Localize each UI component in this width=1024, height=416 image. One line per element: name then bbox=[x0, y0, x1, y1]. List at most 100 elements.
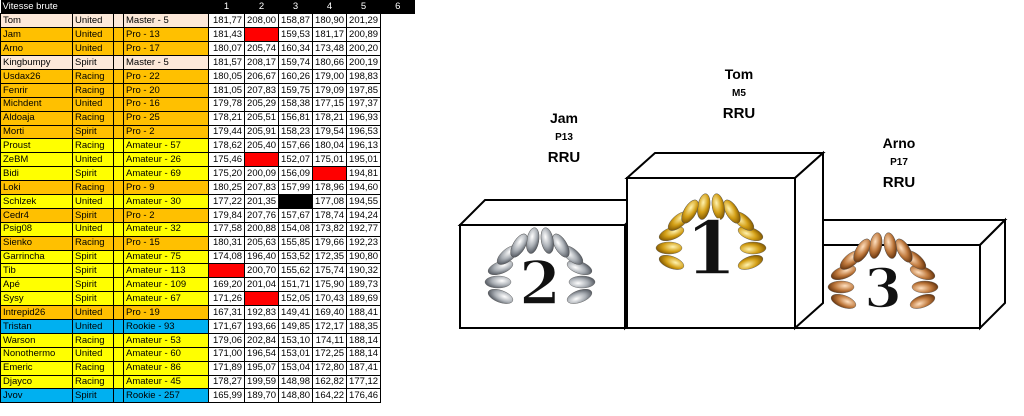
speed-value: 195,07 bbox=[244, 360, 280, 376]
speed-value bbox=[278, 193, 314, 209]
driver-category: Pro - 2 bbox=[122, 207, 210, 223]
driver-category: Pro - 22 bbox=[122, 68, 210, 84]
speed-value: 196,53 bbox=[346, 124, 382, 140]
driver-name: Jam bbox=[0, 27, 73, 43]
driver-category: Amateur - 86 bbox=[122, 360, 210, 376]
speed-value: 196,13 bbox=[346, 138, 382, 154]
speed-value: 179,54 bbox=[312, 124, 348, 140]
driver-category: Amateur - 60 bbox=[122, 346, 210, 362]
empty-cell bbox=[380, 194, 416, 209]
row-gap-cell bbox=[113, 166, 124, 182]
empty-cell bbox=[380, 347, 416, 362]
driver-name: Aldoaja bbox=[0, 110, 73, 126]
speed-value bbox=[244, 291, 280, 307]
driver-name: Loki bbox=[0, 180, 73, 195]
speed-value: 192,77 bbox=[346, 221, 382, 237]
empty-cell bbox=[380, 138, 416, 153]
speed-value: 208,17 bbox=[244, 55, 280, 70]
driver-name: Kingbumpy bbox=[0, 55, 73, 70]
speed-value: 169,20 bbox=[208, 277, 246, 293]
speed-value: 169,40 bbox=[312, 305, 348, 320]
driver-team: United bbox=[72, 346, 114, 362]
driver-category: Pro - 2 bbox=[122, 124, 210, 140]
speed-value: 201,29 bbox=[346, 13, 382, 29]
speed-value: 160,26 bbox=[278, 68, 314, 84]
speed-value: 171,67 bbox=[208, 318, 246, 334]
speed-value: 201,35 bbox=[244, 193, 280, 209]
speed-value: 155,62 bbox=[278, 263, 314, 279]
empty-cell bbox=[380, 236, 416, 251]
third-place-name: Arno bbox=[882, 135, 916, 151]
row-gap-cell bbox=[113, 27, 124, 43]
driver-team: United bbox=[72, 27, 114, 43]
podium-step-third bbox=[792, 217, 1008, 331]
driver-team: Racing bbox=[72, 82, 114, 98]
empty-cell bbox=[380, 111, 416, 126]
speed-value: 208,00 bbox=[244, 13, 280, 29]
row-gap-cell bbox=[113, 68, 124, 84]
row-gap-cell bbox=[113, 96, 124, 112]
speed-value: 179,66 bbox=[312, 235, 348, 251]
speed-value: 200,70 bbox=[244, 263, 280, 279]
driver-team: Spirit bbox=[72, 55, 114, 70]
empty-cell bbox=[380, 222, 416, 237]
empty-cell bbox=[380, 319, 416, 334]
speed-value: 171,26 bbox=[208, 291, 246, 307]
speed-value: 152,05 bbox=[278, 291, 314, 307]
row-gap-cell bbox=[113, 346, 124, 362]
empty-cell bbox=[380, 305, 416, 320]
speed-value: 181,43 bbox=[208, 27, 246, 43]
speed-value: 192,23 bbox=[346, 235, 382, 251]
driver-name: Proust bbox=[0, 138, 73, 154]
driver-team: Spirit bbox=[72, 277, 114, 293]
speed-value: 154,08 bbox=[278, 221, 314, 237]
row-gap-cell bbox=[113, 332, 124, 348]
driver-name: Psig08 bbox=[0, 221, 73, 237]
speed-value: 189,69 bbox=[346, 291, 382, 307]
speed-value: 195,01 bbox=[346, 152, 382, 168]
empty-cell bbox=[380, 125, 416, 139]
speed-value: 179,84 bbox=[208, 207, 246, 223]
driver-team: United bbox=[72, 193, 114, 209]
row-gap-cell bbox=[113, 180, 124, 195]
driver-team: Spirit bbox=[72, 124, 114, 140]
speed-value: 200,09 bbox=[244, 166, 280, 182]
speed-value: 158,87 bbox=[278, 13, 314, 29]
bronze-laurel-icon: 3 bbox=[827, 232, 939, 321]
driver-category: Rookie - 93 bbox=[122, 318, 210, 334]
speed-value: 188,14 bbox=[346, 346, 382, 362]
driver-category: Amateur - 75 bbox=[122, 249, 210, 265]
row-gap-cell bbox=[113, 138, 124, 154]
driver-name: Usdax26 bbox=[0, 68, 73, 84]
speed-value: 198,83 bbox=[346, 68, 382, 84]
speed-value: 180,04 bbox=[312, 138, 348, 154]
speed-value: 206,67 bbox=[244, 68, 280, 84]
driver-team: Spirit bbox=[72, 249, 114, 265]
speed-value: 181,17 bbox=[312, 27, 348, 43]
speed-value: 202,84 bbox=[244, 332, 280, 348]
empty-cell bbox=[380, 208, 416, 223]
driver-category: Pro - 16 bbox=[122, 96, 210, 112]
speed-value: 170,43 bbox=[312, 291, 348, 307]
speed-value: 152,07 bbox=[278, 152, 314, 168]
col-header-4: 4 bbox=[312, 0, 347, 14]
speed-value: 189,70 bbox=[244, 388, 280, 404]
third-place-team: RRU bbox=[882, 174, 916, 191]
speed-value: 200,89 bbox=[346, 27, 382, 43]
empty-cell bbox=[380, 263, 416, 278]
empty-cell bbox=[380, 180, 416, 195]
driver-team: Spirit bbox=[72, 388, 114, 404]
driver-team: Racing bbox=[72, 180, 114, 195]
row-gap-cell bbox=[113, 13, 124, 29]
speed-value: 162,82 bbox=[312, 374, 348, 390]
speed-value: 175,01 bbox=[312, 152, 348, 168]
empty-cell bbox=[380, 277, 416, 292]
empty-cell bbox=[380, 388, 416, 403]
row-gap-cell bbox=[113, 388, 124, 404]
